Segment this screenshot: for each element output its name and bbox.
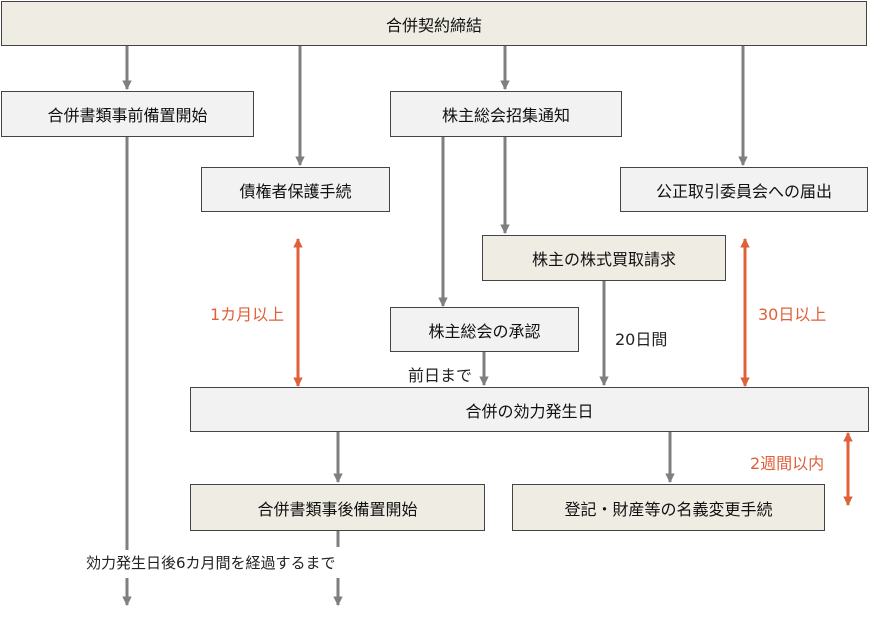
shareholders-notice-box: 株主総会招集通知 [390, 91, 622, 137]
registration-change-box: 登記・財産等の名義変更手続 [512, 484, 825, 531]
creditor-protection-box: 債権者保護手続 [201, 167, 390, 212]
twenty-days-label: 20日間 [615, 330, 668, 349]
day-before-label: 前日まで [408, 366, 473, 385]
merger-agreement-box: 合併契約締結 [1, 1, 867, 46]
pre-disclosure-box: 合併書類事前備置開始 [1, 91, 254, 137]
one-month-label: 1カ月以上 [210, 305, 285, 324]
two-weeks-label: 2週間以内 [750, 454, 825, 473]
six-months-label: 効力発生日後6カ月間を経過するまで [86, 554, 336, 572]
post-disclosure-box: 合併書類事後備置開始 [190, 484, 485, 531]
shareholders-approval-box: 株主総会の承認 [390, 307, 579, 352]
effective-date-box: 合併の効力発生日 [190, 387, 869, 432]
share-purchase-request-box: 株主の株式買取請求 [482, 235, 726, 281]
thirty-days-label: 30日以上 [758, 305, 827, 324]
ftc-notification-box: 公正取引委員会への届出 [620, 167, 868, 212]
